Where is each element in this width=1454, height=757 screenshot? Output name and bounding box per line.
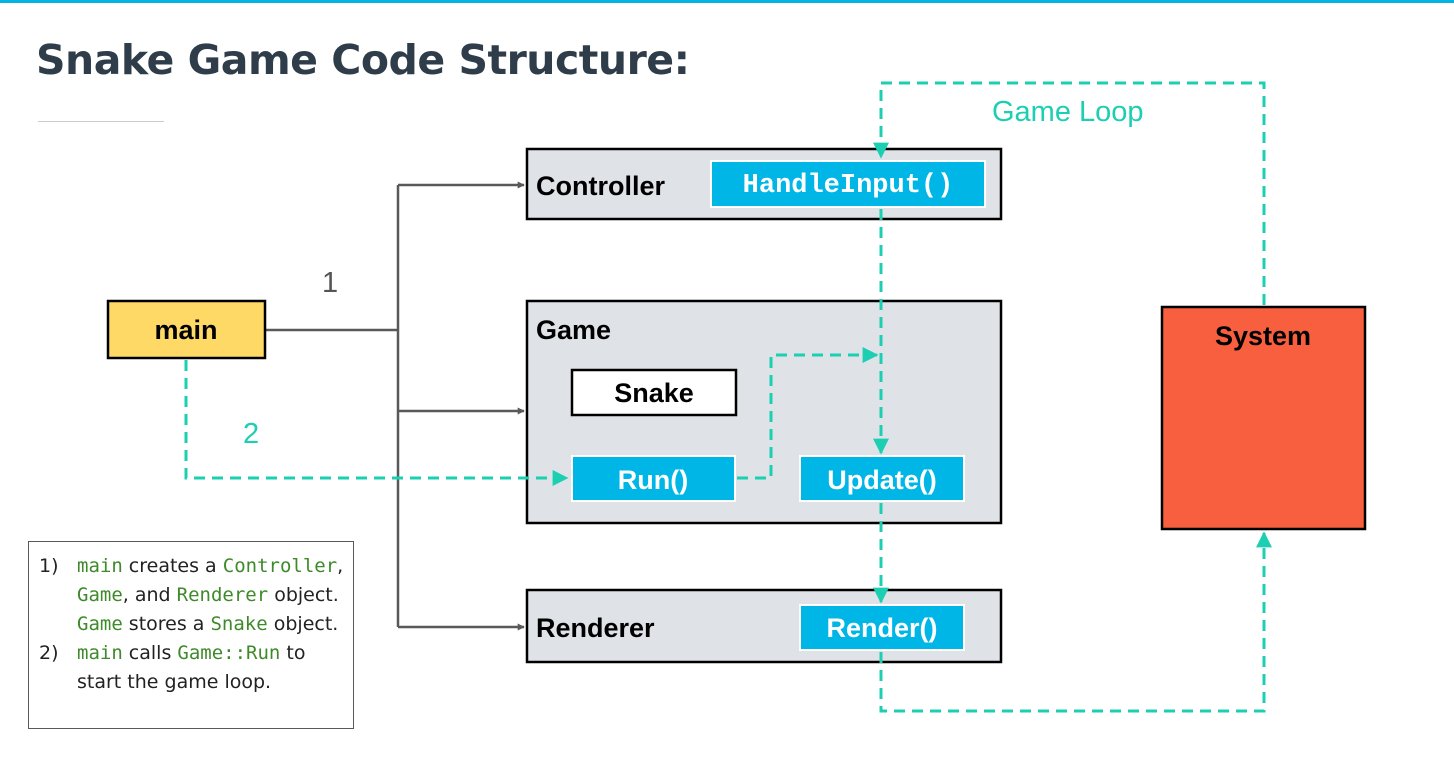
code-term: main bbox=[77, 555, 123, 577]
code-term: Game bbox=[77, 584, 123, 606]
main-box bbox=[106, 299, 267, 360]
note-fragment: creates a bbox=[122, 555, 223, 577]
snake-box bbox=[570, 368, 738, 417]
note-fragment: stores a bbox=[122, 613, 211, 635]
game-loop-arrows bbox=[184, 81, 1272, 713]
handle-input-label: HandleInput() bbox=[743, 171, 954, 201]
note-fragment: object. bbox=[268, 584, 339, 606]
note-number: 1) bbox=[39, 555, 59, 577]
step-1-label: 1 bbox=[322, 267, 338, 299]
ownership-arrows bbox=[265, 181, 525, 631]
code-term: Snake bbox=[210, 613, 268, 635]
system-label: System bbox=[1215, 321, 1311, 351]
note-fragment: calls bbox=[122, 642, 178, 664]
system-box bbox=[1160, 305, 1367, 531]
note-text: main creates a Controller, Game, and Ren… bbox=[77, 552, 345, 639]
system-to-input-arrow bbox=[873, 81, 1266, 305]
notes-box: 1) main creates a Controller, Game, and … bbox=[28, 541, 354, 729]
render-label: Render() bbox=[826, 613, 937, 643]
note-fragment: object. bbox=[267, 613, 339, 635]
note-text: main calls Game::Run to start the game l… bbox=[77, 639, 345, 697]
main-to-run-arrow bbox=[184, 360, 569, 486]
controller-label: Controller bbox=[536, 171, 665, 201]
code-term: Game bbox=[77, 613, 123, 635]
handle-input-box bbox=[710, 160, 986, 208]
game-loop-label: Game Loop bbox=[992, 96, 1144, 128]
top-accent-bar bbox=[0, 0, 1454, 3]
snake-label: Snake bbox=[614, 378, 694, 408]
game-label: Game bbox=[536, 315, 611, 345]
title-underline bbox=[38, 121, 164, 122]
step-2-label: 2 bbox=[243, 418, 259, 450]
run-box bbox=[571, 455, 736, 502]
update-box bbox=[799, 455, 965, 502]
note-item-1: 1) main creates a Controller, Game, and … bbox=[39, 552, 345, 639]
code-term: Renderer bbox=[176, 584, 269, 606]
code-term: Game::Run bbox=[177, 642, 281, 664]
main-label: main bbox=[154, 315, 217, 345]
update-label: Update() bbox=[827, 465, 937, 495]
renderer-label: Renderer bbox=[536, 613, 655, 643]
code-term: main bbox=[77, 642, 123, 664]
note-fragment: to start the game loop. bbox=[77, 642, 306, 693]
note-fragment: , bbox=[337, 555, 344, 577]
page-title: Snake Game Code Structure: bbox=[36, 36, 690, 84]
code-term: Controller bbox=[222, 555, 338, 577]
note-item-2: 2) main calls Game::Run to start the gam… bbox=[39, 639, 345, 697]
run-label: Run() bbox=[618, 465, 688, 495]
render-box bbox=[799, 604, 965, 651]
note-fragment: , and bbox=[122, 584, 177, 606]
run-to-loop-arrow bbox=[737, 347, 879, 480]
render-to-system-arrow bbox=[879, 531, 1272, 713]
note-number: 2) bbox=[39, 642, 59, 664]
